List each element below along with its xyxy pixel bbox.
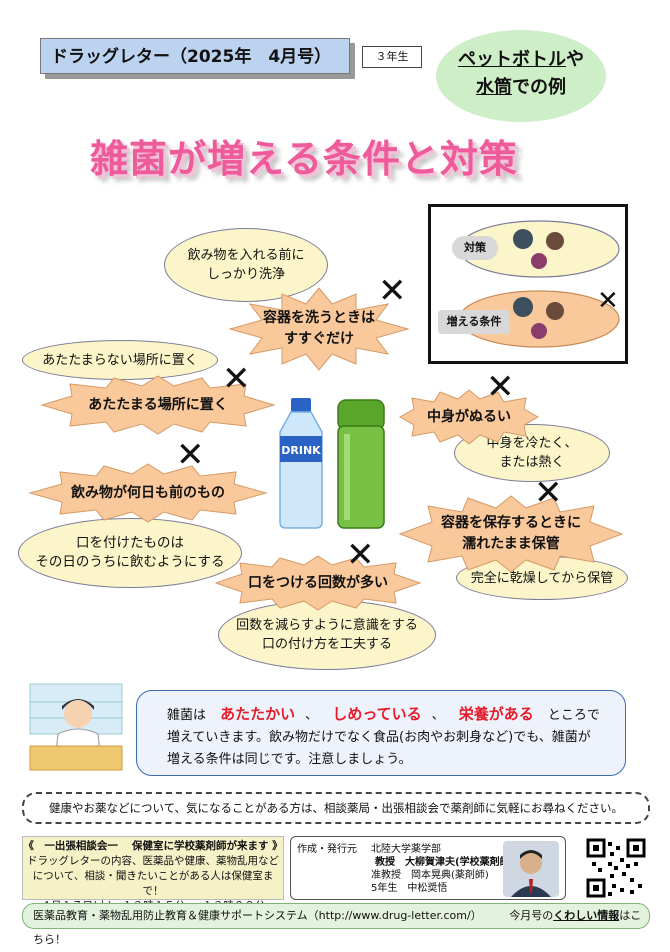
consult-line-2: について、相談・聞きたいことがある人は保健室まで！	[32, 870, 274, 897]
consult-line-1: ドラッグレターの内容、医薬品や健康、薬物乱用など	[27, 855, 279, 867]
credits-person-1: 教授 大柳賀津夫(学校薬剤師)	[375, 857, 515, 868]
starburst-shape	[398, 495, 624, 573]
germ-icon	[513, 229, 564, 339]
message-text: 雑菌は	[167, 708, 207, 723]
starburst-shape	[228, 287, 410, 371]
credits-person-3: 5年生 中松奨悟	[371, 883, 448, 894]
consultation-notice: 健康やお薬などについて、気になることがある方は、相談薬局・出張相談会で薬剤師に気…	[22, 792, 650, 824]
bottle-label: DRINK	[281, 444, 321, 457]
highlight-moist: しめっている	[332, 705, 422, 723]
starburst-shape	[214, 555, 422, 611]
key-message: 雑菌は あたたかい、 しめっている、 栄養がある ところで 増えていきます。飲み…	[136, 690, 626, 776]
example-suffix-1: や	[566, 49, 584, 70]
water-bottle-icon	[334, 398, 388, 530]
condition-days-old: 飲み物が何日も前のもの	[28, 462, 268, 524]
credits-box: 作成・発行元 北陸大学薬学部 教授 大柳賀津夫(学校薬剤師) 准教授 岡本晃典(…	[290, 836, 566, 900]
footer-info-prefix: 今月号の	[509, 909, 554, 922]
message-line-3: 増える条件は同じです。注意しましょう。	[167, 752, 412, 767]
condition-wet-storage: 容器を保存するときに 濡れたまま保管	[398, 494, 624, 574]
footer-system-link[interactable]: 医薬品教育・薬物乱用防止教育＆健康サポートシステム（http://www.dru…	[33, 909, 482, 922]
condition-mouth-contact: 口をつける回数が多い	[214, 554, 422, 612]
message-text: ところで	[547, 708, 600, 723]
example-pet-bottle: ペットボトル	[458, 49, 566, 70]
countermeasure-wash-before: 飲み物を入れる前に しっかり洗浄	[164, 228, 328, 302]
pet-bottle-icon: DRINK	[270, 396, 332, 530]
countermeasure-drink-same-day: 口を付けたものは その日のうちに飲むようにする	[18, 518, 242, 588]
legend-illustration: ✕	[458, 220, 620, 348]
footer-bar: 医薬品教育・薬物乱用防止教育＆健康サポートシステム（http://www.dru…	[22, 903, 650, 946]
message-line-2: 増えていきます。飲み物だけでなく食品(お肉やお刺身など)でも、雑菌が	[167, 730, 591, 745]
starburst-shape	[28, 463, 268, 523]
example-water-bottle: 水筒	[476, 77, 512, 98]
grade-badge: ３年生	[362, 46, 422, 68]
qr-code[interactable]	[586, 838, 646, 898]
credits-person-2: 准教授 岡本晃典(薬剤師)	[371, 870, 489, 881]
starburst-shape	[398, 389, 540, 445]
x-mark-icon: ✕	[176, 435, 205, 475]
footer-info-link[interactable]: くわしい情報	[553, 909, 620, 922]
pharmacist-illustration	[28, 680, 124, 772]
x-mark-icon: ✕	[346, 535, 375, 575]
legend-box: ✕	[428, 204, 628, 364]
main-title: 雑菌が増える条件と対策	[90, 137, 518, 181]
condition-warm-place: あたたまる場所に置く	[40, 374, 276, 436]
consult-title: 《 一出張相談会一 保健室に学校薬剤師が来ます 》	[23, 840, 283, 852]
credits-label: 作成・発行元	[297, 844, 357, 855]
example-cloud: ペットボトルや 水筒での例	[436, 30, 606, 122]
newsletter-title: ドラッグレター（2025年 4月号）	[40, 38, 350, 74]
credits-university: 北陸大学薬学部	[371, 844, 441, 855]
consultation-box: 《 一出張相談会一 保健室に学校薬剤師が来ます 》 ドラッグレターの内容、医薬品…	[22, 836, 284, 912]
example-suffix-2: での例	[512, 77, 566, 98]
countermeasure-reduce-mouth: 回数を減らすように意識をする 口の付け方を工夫する	[218, 600, 436, 670]
condition-wash-container: 容器を洗うときは すすぐだけ	[228, 286, 410, 372]
footer-info-suffix: はこちら！	[33, 909, 642, 946]
legend-condition-label: 増える条件	[438, 310, 510, 334]
x-mark-icon: ✕	[222, 359, 251, 399]
x-mark-icon: ✕	[486, 367, 515, 407]
highlight-nutrients: 栄養がある	[458, 705, 534, 723]
starburst-shape	[40, 375, 276, 435]
svg-text:✕: ✕	[597, 286, 619, 316]
highlight-warm: あたたかい	[220, 705, 296, 723]
legend-countermeasure-label: 対策	[452, 236, 498, 260]
x-mark-icon: ✕	[378, 271, 407, 311]
countermeasure-cool-place: あたたまらない場所に置く	[22, 340, 218, 380]
author-photo	[503, 841, 559, 897]
x-mark-icon: ✕	[534, 473, 563, 513]
condition-lukewarm: 中身がぬるい	[398, 388, 540, 446]
